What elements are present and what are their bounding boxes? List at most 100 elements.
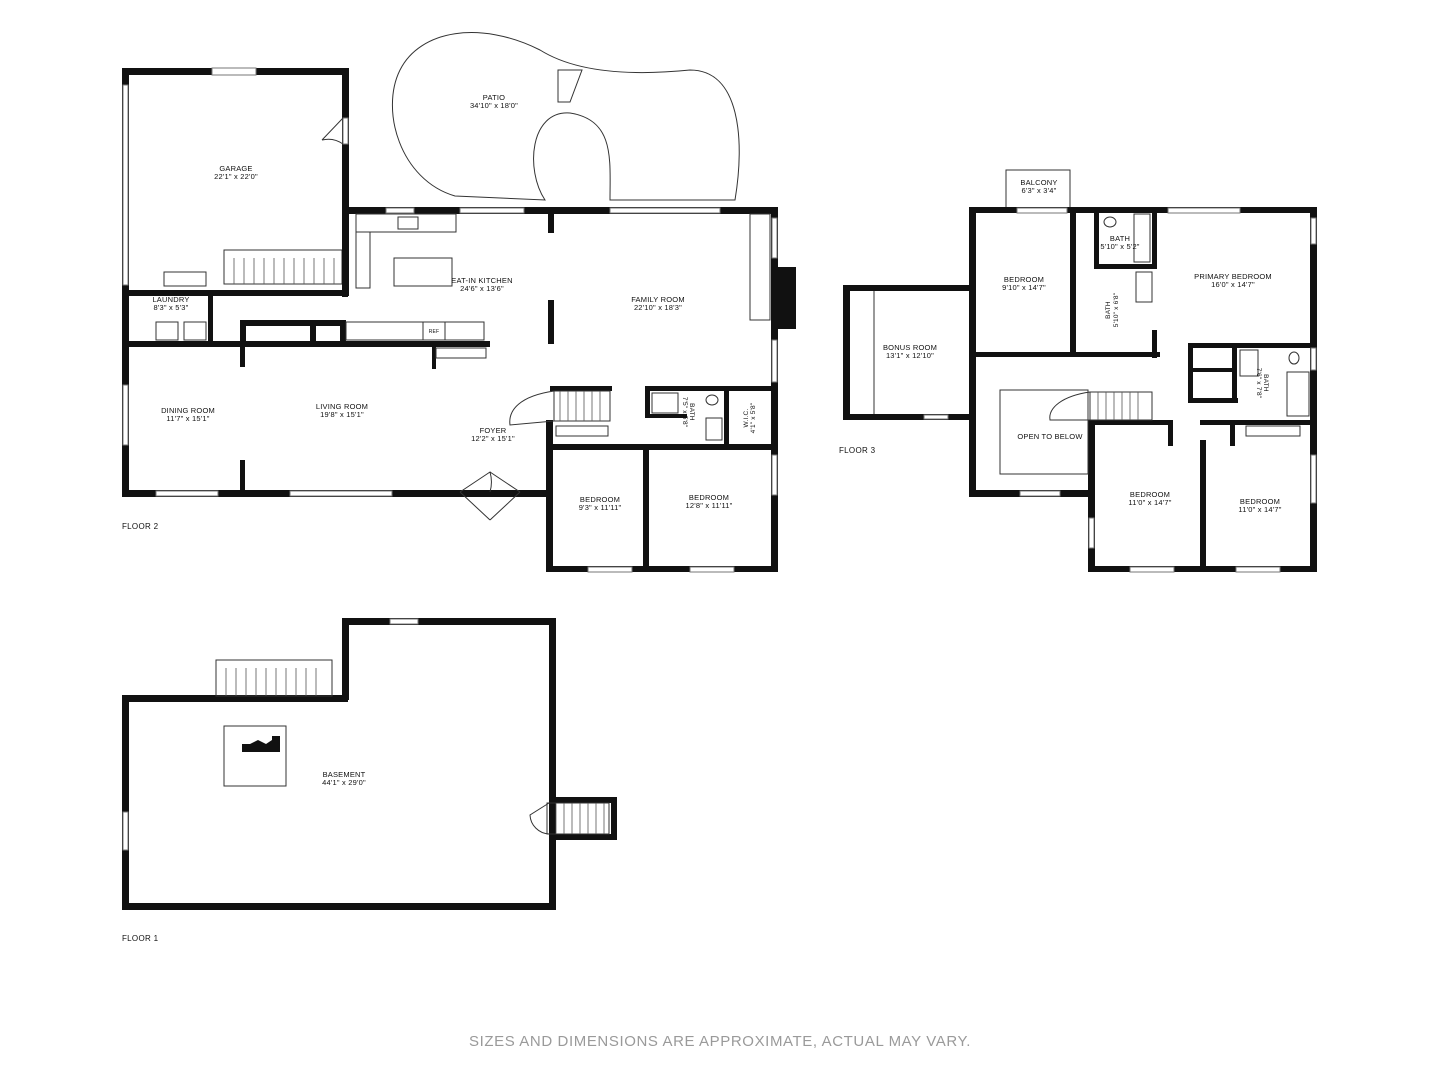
room-dims: 34'10" x 18'0" xyxy=(470,101,518,110)
window xyxy=(1129,566,1175,573)
bath-wall xyxy=(724,386,729,448)
patio-outline xyxy=(392,32,740,201)
wall xyxy=(1230,420,1235,446)
window xyxy=(1310,454,1317,504)
kitchen-counter xyxy=(355,231,371,289)
wall xyxy=(1088,420,1172,425)
room-name: BATH xyxy=(1110,234,1130,243)
basement-stairs xyxy=(215,659,333,697)
room-dims: 16'0" x 14'7" xyxy=(1211,280,1255,289)
family-builtin xyxy=(749,213,771,321)
room-dims: 11'0" x 14'7" xyxy=(1128,498,1171,507)
bath-wall xyxy=(645,386,778,391)
wall xyxy=(1310,207,1317,572)
room-name: PRIMARY BEDROOM xyxy=(1194,272,1272,281)
wall xyxy=(122,903,556,910)
room-dims: 22'10" x 18'3" xyxy=(634,303,682,312)
floor-2-label: FLOOR 2 xyxy=(122,522,159,531)
window xyxy=(1167,207,1241,214)
upper-stairs xyxy=(1049,391,1153,421)
room-dims: 24'6" x 13'6" xyxy=(460,284,504,293)
wall xyxy=(1094,264,1156,269)
garage-side-door xyxy=(342,117,349,145)
window xyxy=(385,207,415,214)
vanity xyxy=(1135,271,1153,303)
room-name: LAUNDRY xyxy=(152,295,189,304)
window xyxy=(1310,347,1317,371)
room-dims: 8'3" x 5'3" xyxy=(154,303,189,312)
room-dims: 19'8" x 15'1" xyxy=(320,410,364,419)
wall xyxy=(843,285,850,420)
room-dims: 9'3" x 11'11" xyxy=(579,503,622,512)
refrigerator xyxy=(422,321,446,341)
room-name: W.I.C. xyxy=(743,409,750,428)
furnace xyxy=(242,736,280,752)
floor-3-label: FLOOR 3 xyxy=(839,446,876,455)
room-name: BASEMENT xyxy=(323,770,366,779)
wall xyxy=(969,352,1073,357)
room-name: BATH xyxy=(1262,374,1269,392)
door-swing xyxy=(321,117,344,145)
wall xyxy=(969,207,1317,213)
room-dims: 11'0" x 14'7" xyxy=(1238,505,1281,514)
room-name: BEDROOM xyxy=(580,495,620,504)
room-dims: 22'1" x 22'0" xyxy=(214,172,258,181)
room-name: FAMILY ROOM xyxy=(631,295,685,304)
foyer-stairs xyxy=(435,347,611,437)
window xyxy=(155,490,219,497)
wall xyxy=(342,618,556,625)
living-top-wall xyxy=(240,341,432,347)
kitchen-counter xyxy=(355,213,457,233)
sliding-door xyxy=(459,207,525,214)
room-name: BEDROOM xyxy=(1004,275,1044,284)
window xyxy=(771,217,778,259)
room-dims: 6'3" x 3'4" xyxy=(1022,186,1057,195)
wall xyxy=(1200,420,1317,425)
room-name: PATIO xyxy=(483,93,505,102)
exterior-stairs xyxy=(546,802,610,835)
wall xyxy=(1152,207,1157,269)
room-name: EAT-IN KITCHEN xyxy=(451,276,512,285)
wall xyxy=(549,618,556,910)
wall xyxy=(1188,398,1238,403)
room-dims: 5'10" x 5'2" xyxy=(1100,242,1139,251)
window xyxy=(122,811,129,851)
living-dining-divider xyxy=(240,460,245,494)
room-dims: 44'1" x 29'0" xyxy=(322,778,366,787)
kitchen-bottom-wall xyxy=(432,341,490,347)
laundry-east-wall xyxy=(208,290,213,347)
garage-wall xyxy=(342,68,349,296)
bedroom-block-top xyxy=(546,444,778,450)
foyer-wall xyxy=(432,347,436,369)
hall-post xyxy=(340,320,346,346)
room-name: GARAGE xyxy=(219,164,252,173)
fireplace xyxy=(778,267,796,329)
garage-stairs xyxy=(223,249,343,285)
window xyxy=(1088,517,1095,549)
wall xyxy=(1188,368,1236,372)
window xyxy=(771,339,778,383)
room-name: BEDROOM xyxy=(1240,497,1280,506)
window xyxy=(1235,566,1281,573)
laundry-bottom-wall xyxy=(122,341,244,347)
window xyxy=(587,566,633,573)
hall-post xyxy=(310,320,316,346)
toilet xyxy=(1288,351,1300,365)
wall xyxy=(843,414,975,420)
garage-bottom-wall xyxy=(122,290,348,296)
wall xyxy=(843,285,975,291)
furnace-outline xyxy=(223,725,287,787)
room-dims: 5'10" x 6'8" xyxy=(1113,292,1120,327)
window xyxy=(1019,490,1061,497)
wall xyxy=(1070,352,1160,357)
disclaimer-text: SIZES AND DIMENSIONS ARE APPROXIMATE, AC… xyxy=(469,1033,971,1050)
wall xyxy=(122,695,129,910)
room-name: OPEN TO BELOW xyxy=(1017,432,1083,441)
bath-tub xyxy=(1133,213,1151,263)
floor-1-plan: BASEMENT 44'1" x 29'0" xyxy=(122,618,617,910)
wall xyxy=(1200,440,1206,570)
door-swing xyxy=(529,802,550,835)
wall xyxy=(1188,343,1317,348)
bedroom-block-west xyxy=(546,420,553,572)
